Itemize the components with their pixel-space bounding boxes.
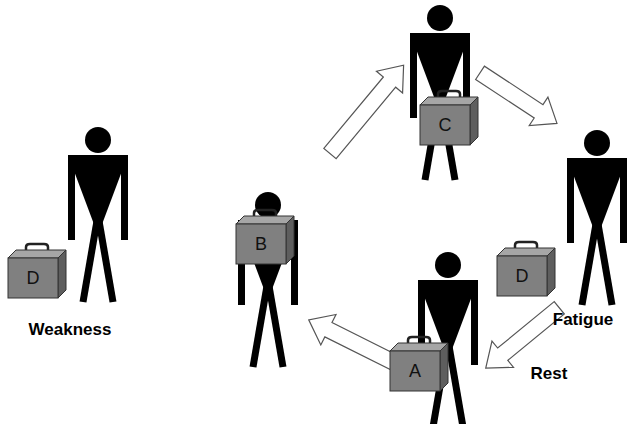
figure-leg [268,280,283,367]
suitcase-front [420,105,470,145]
suitcase-front [497,256,547,296]
figure-torso [567,158,627,230]
block-arrow [476,66,557,125]
figure-node: C [410,5,470,180]
figure-head [435,252,461,278]
figure-arm [121,155,128,240]
edge-label: Rest [531,364,568,384]
figure-torso [418,280,478,352]
figure-arm [68,155,75,240]
suitcase-top [420,97,478,105]
suitcase-letter: A [390,351,440,391]
figure-head [427,5,453,31]
figure-leg [253,280,268,367]
figure-leg [98,215,113,302]
block-arrow [324,65,404,159]
figure-torso [68,155,128,227]
suitcase-letter: B [236,224,286,264]
figure-leg [597,218,612,305]
figure-head [584,130,610,156]
suitcase-top [236,216,294,224]
suitcase-side [440,343,448,391]
figure-node: A [418,252,478,424]
state-caption: Fatigue [553,310,613,330]
suitcase-front [390,351,440,391]
figure-arm [567,158,574,243]
block-arrow [486,302,565,369]
figure-arm [410,33,417,118]
suitcase-top [8,250,66,258]
suitcase-letter: C [420,105,470,145]
suitcase-letter: D [497,256,547,296]
stick-figure [68,127,128,302]
figure-leg [448,340,463,424]
suitcase-side [58,250,66,298]
figure-head [85,127,111,153]
suitcase-front [8,258,58,298]
suitcase-side [286,216,294,264]
suitcase-top [390,343,448,351]
suitcase-side [470,97,478,145]
figure-node: DWeakness [68,127,128,302]
state-caption: Weakness [29,320,112,340]
suitcase-side [547,248,555,296]
figure-torso [410,33,470,105]
figure-arm [471,280,478,365]
figure-node: DFatigue [567,130,627,305]
figure-leg [582,218,597,305]
figure-leg [83,215,98,302]
figure-node: B [238,192,298,367]
suitcase-top [497,248,555,256]
suitcase-letter: D [8,258,58,298]
suitcase-front [236,224,286,264]
figure-arm [620,158,627,243]
stick-figure [567,130,627,305]
